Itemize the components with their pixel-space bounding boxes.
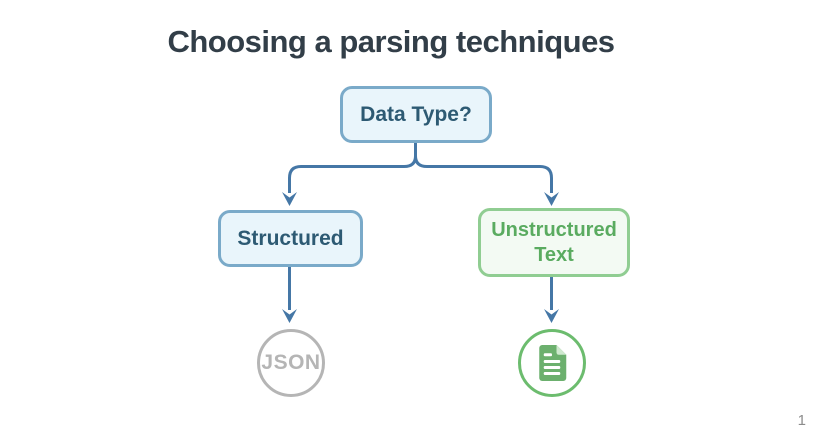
connector-root-to-structured bbox=[288, 143, 417, 193]
arrowhead-unstructured bbox=[544, 192, 559, 206]
arrowhead-document bbox=[544, 309, 559, 323]
node-unstructured-text-label: Unstructured Text bbox=[491, 218, 617, 266]
node-unstructured-text: Unstructured Text bbox=[478, 208, 630, 277]
leaf-json-circle: JSON bbox=[257, 329, 325, 397]
leaf-document-circle bbox=[518, 329, 586, 397]
connector-root-to-unstructured bbox=[414, 143, 553, 193]
node-data-type-label: Data Type? bbox=[360, 102, 472, 126]
document-icon bbox=[539, 345, 567, 381]
slide-title: Choosing a parsing techniques bbox=[167, 24, 615, 59]
arrowhead-json bbox=[282, 309, 297, 323]
node-structured: Structured bbox=[218, 210, 363, 267]
page-number: 1 bbox=[797, 412, 806, 429]
arrowhead-structured bbox=[282, 192, 297, 206]
json-label: JSON bbox=[261, 351, 321, 374]
node-structured-label: Structured bbox=[237, 226, 344, 250]
node-data-type: Data Type? bbox=[340, 86, 492, 143]
